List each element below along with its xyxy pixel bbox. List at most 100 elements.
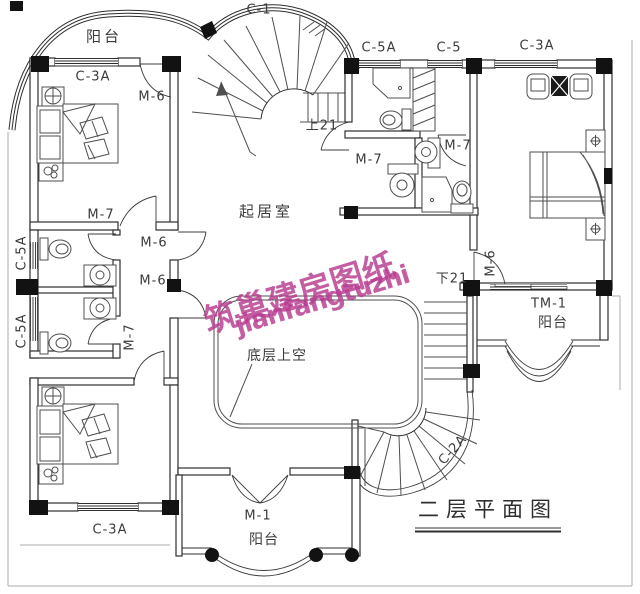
wall: [112, 343, 121, 359]
bed-icon: [36, 103, 119, 164]
eave-outline: [7, 1, 633, 587]
balcony-railing: [182, 547, 352, 555]
label-balcony-bottom: 阳台: [249, 532, 279, 548]
label-window-c5-top: C-5: [436, 40, 462, 56]
label-void-above: 底层上空: [247, 348, 307, 364]
label-door-m7-bath-right: M-7: [444, 138, 472, 154]
armchair-icon: [526, 73, 550, 100]
door-arc: [133, 350, 165, 382]
door-arc-bath-lower: [87, 317, 117, 345]
label-door-m6-hall-upper: M-6: [140, 235, 168, 251]
stair-up: [191, 15, 352, 157]
label-door-m6-hall-lower: M-6: [139, 273, 167, 289]
wall: [155, 221, 179, 231]
window-c5a-left-upper: [30, 242, 38, 269]
stair-direction-arrow: [216, 81, 257, 157]
sink-icon: [83, 264, 117, 287]
label-window-c5a-left-lower: C-5A: [14, 313, 30, 349]
label-window-c3a-top-right: C-3A: [519, 38, 555, 54]
label-window-c3a-top-left: C-3A: [75, 69, 111, 85]
nightstand-icon: [41, 386, 65, 407]
label-window-c1: C-1: [246, 2, 272, 18]
balcony-railing-arc: [504, 340, 574, 382]
wall: [599, 289, 609, 341]
wall: [351, 467, 361, 557]
balcony-railing-arc: [211, 550, 317, 577]
bedroom-right: [459, 59, 613, 291]
bed-icon: [529, 151, 606, 219]
door-arc-bath-upper: [87, 233, 117, 261]
label-door-m1: M-1: [244, 508, 272, 524]
toilet-icon: [39, 237, 72, 261]
label-door-m7-bath-lower: M-7: [122, 323, 138, 351]
nightstand-icon: [41, 86, 65, 107]
toilet-icon: [450, 180, 474, 214]
window-c3a-top-left: [55, 58, 118, 67]
side-table-icon: [550, 75, 569, 97]
label-stair-down-21: 下21: [435, 271, 469, 287]
shower-icon: [421, 176, 453, 213]
wall: [344, 67, 353, 123]
wall: [163, 377, 179, 386]
bathrooms-middle: [320, 59, 479, 251]
stair-outer-arc: [353, 389, 474, 497]
wall: [117, 57, 141, 67]
wall: [169, 65, 179, 231]
nightstand-icon: [585, 217, 606, 241]
window-c3a-bottom-left: [78, 503, 138, 511]
wall: [177, 467, 231, 476]
plant-icon: [38, 162, 64, 182]
stair-down: [351, 295, 481, 497]
curved-window-wall: [8, 4, 356, 131]
door-arc-m6-upper: [177, 231, 207, 261]
wall: [469, 65, 478, 251]
wall: [112, 229, 121, 236]
label-window-c5a-top: C-5A: [361, 40, 397, 56]
label-balcony-top: 阳台: [85, 27, 123, 46]
double-door-m1: [231, 474, 289, 504]
round-column: [309, 548, 323, 562]
plant-icon: [38, 463, 64, 485]
window-c5a-left-lower: [30, 297, 38, 341]
stair-outer-arc-inner: [358, 389, 469, 491]
toilet-icon: [39, 331, 72, 355]
wardrobe-hatch-icon: [412, 67, 436, 132]
bedroom-top-left: [29, 57, 179, 231]
label-door-m7-bed1: M-7: [87, 207, 115, 223]
sink-icon: [83, 297, 117, 320]
columns: [16, 56, 612, 515]
window-c5-top: [428, 60, 462, 68]
balcony-railing: [477, 339, 600, 347]
label-balcony-right: 阳台: [538, 315, 568, 331]
wall: [339, 207, 479, 216]
wall: [169, 317, 179, 383]
sliding-door-tm1: [490, 283, 568, 290]
wall: [37, 286, 117, 294]
label-door-m6-bed3: M-6: [483, 249, 499, 277]
round-column: [205, 548, 219, 562]
balcony-bottom: [175, 467, 361, 577]
wall: [29, 221, 119, 231]
label-door-m7-bath-left: M-7: [355, 152, 383, 168]
toilet-icon: [379, 108, 412, 131]
door-arc-m6-lower: [177, 289, 207, 319]
label-living-room: 起居室: [238, 202, 294, 221]
label-window-c5a-left-upper: C-5A: [14, 235, 30, 271]
door-arc-m7: [119, 195, 157, 227]
window-hatch-mark: [200, 21, 217, 39]
bedroom-bottom-left: [29, 350, 179, 512]
bathrooms-left: [29, 229, 121, 359]
wall: [289, 467, 353, 476]
wall: [29, 377, 135, 386]
sink-icon: [414, 137, 441, 169]
round-column: [345, 548, 359, 562]
wall: [399, 59, 429, 69]
bed-icon: [36, 403, 119, 465]
wall: [344, 130, 421, 139]
sink-icon: [387, 163, 419, 198]
shower-icon: [372, 67, 411, 99]
label-stair-up-21: 上21: [305, 118, 339, 134]
window-c3a-top-right: [495, 60, 557, 68]
